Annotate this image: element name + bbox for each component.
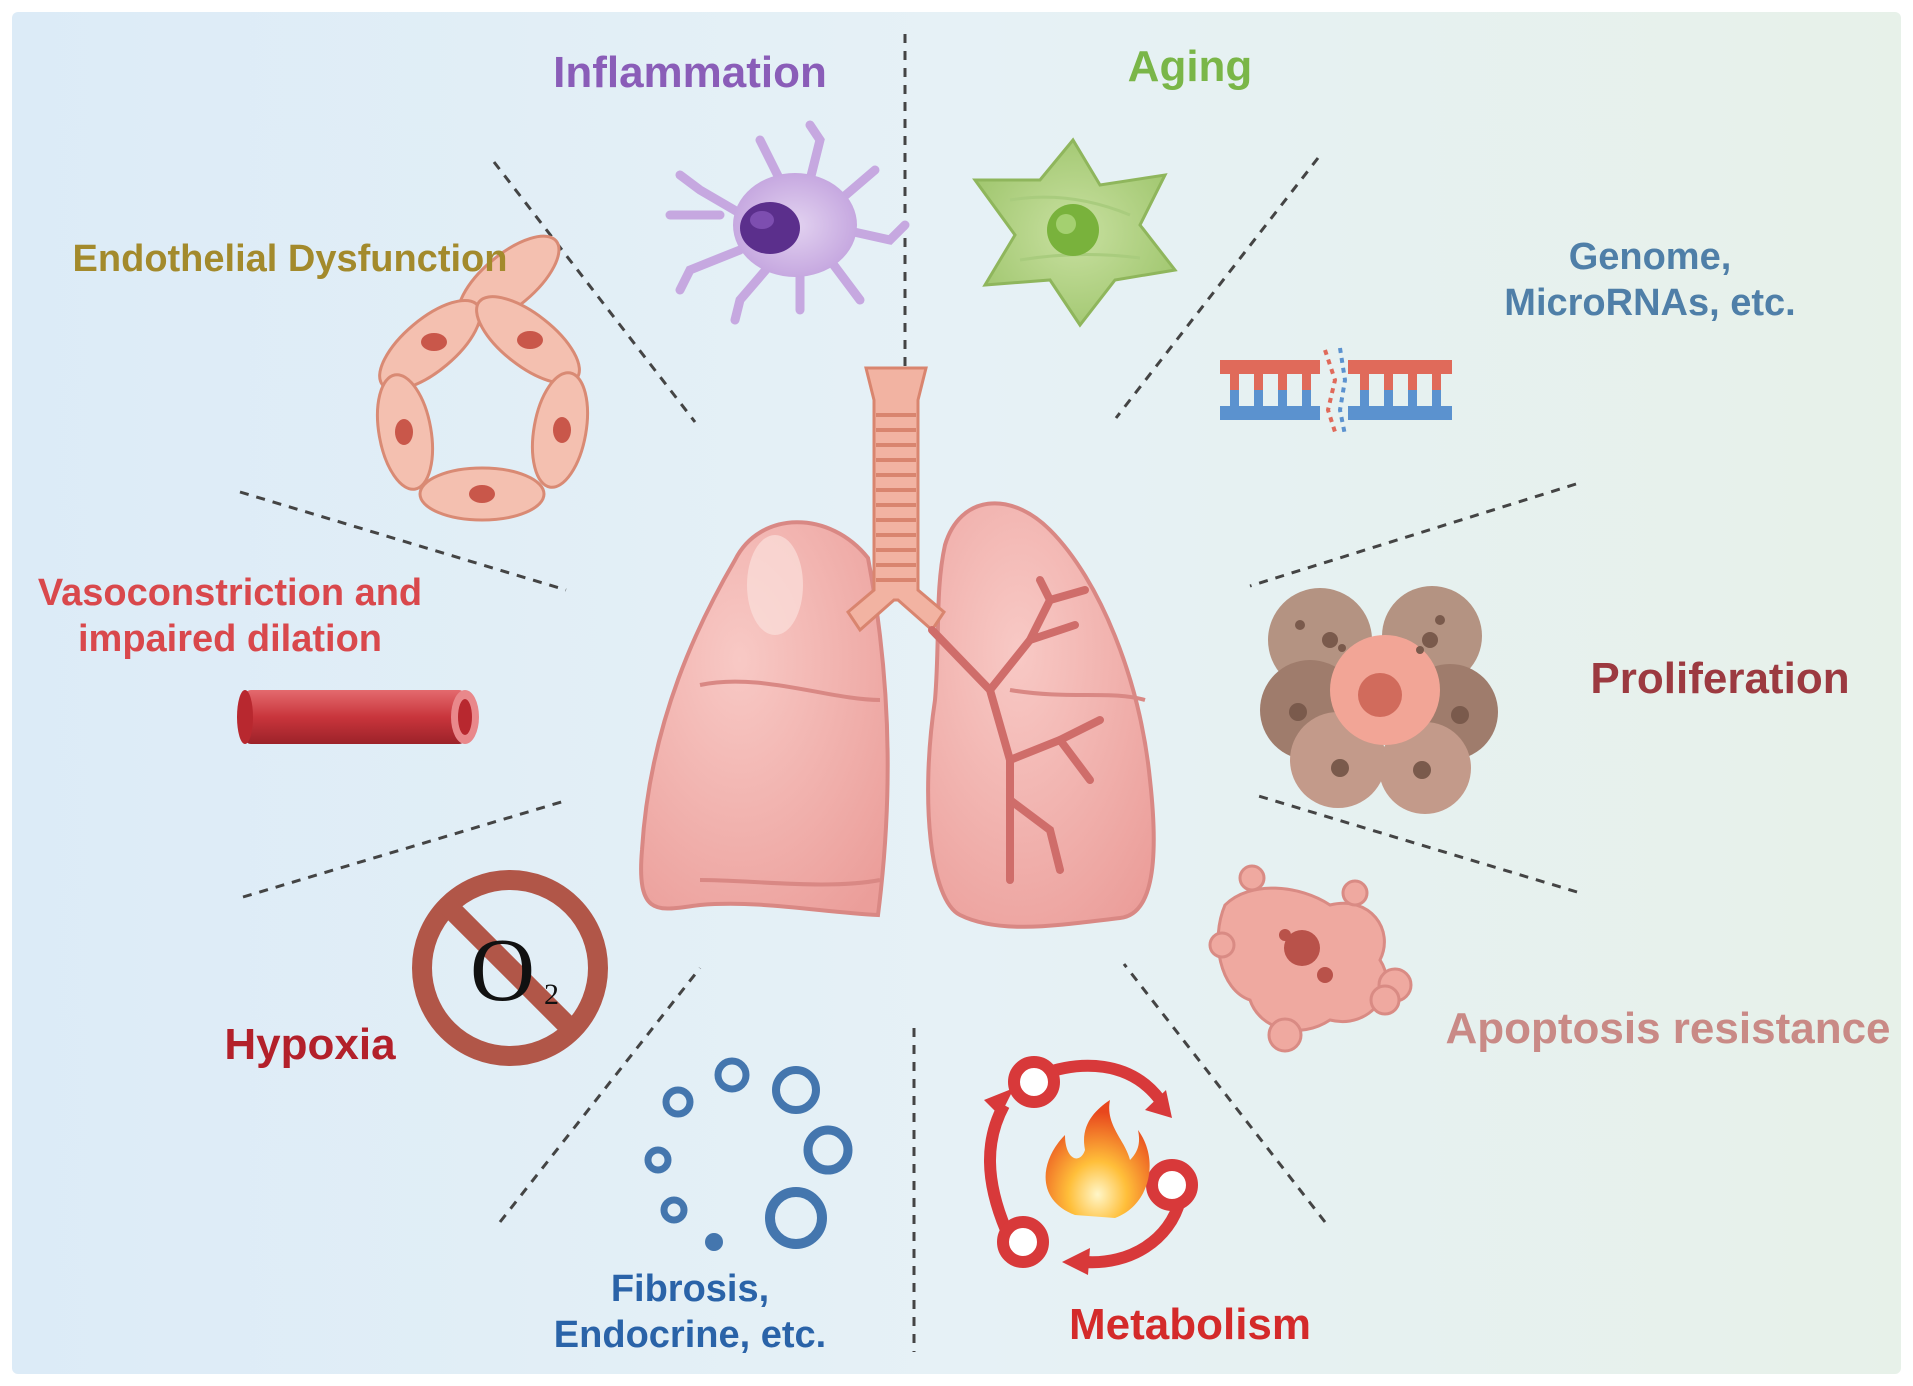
metabolism-cycle-icon bbox=[984, 1056, 1198, 1275]
dna-strand-icon bbox=[1220, 347, 1452, 436]
bronchial-tree bbox=[928, 576, 1104, 884]
label-apoptosis-resistance: Apoptosis resistance bbox=[1445, 1004, 1891, 1053]
label-fibrosis: Fibrosis, Endocrine, etc. bbox=[520, 1266, 860, 1359]
label-genome-line1: Genome, bbox=[1568, 236, 1732, 278]
o2-subscript: 2 bbox=[544, 978, 559, 1011]
aging-cell-icon bbox=[972, 137, 1178, 328]
fire-icon bbox=[1045, 1100, 1150, 1218]
separator-line bbox=[1122, 963, 1327, 1223]
separator-line bbox=[1114, 157, 1320, 419]
label-fibrosis-line1: Fibrosis, bbox=[610, 1268, 770, 1310]
label-proliferation: Proliferation bbox=[1590, 654, 1850, 703]
apoptotic-cell-icon bbox=[1208, 864, 1413, 1053]
separator-line bbox=[242, 798, 569, 899]
separator-line bbox=[492, 161, 697, 423]
label-endothelial-dysfunction: Endothelial Dysfunction bbox=[72, 238, 508, 280]
lungs-illustration bbox=[639, 366, 1156, 929]
separator-line bbox=[1251, 792, 1578, 894]
label-vaso-line2: impaired dilation bbox=[77, 618, 383, 661]
right-lung bbox=[926, 501, 1156, 929]
proliferation-cells-icon bbox=[1260, 586, 1498, 814]
separator-lines bbox=[239, 34, 1578, 1352]
trachea bbox=[846, 366, 946, 633]
o2-letter: O bbox=[470, 921, 535, 1020]
fibrosis-rings-icon bbox=[644, 1057, 853, 1251]
left-lung bbox=[639, 520, 890, 918]
blood-vessel-icon bbox=[237, 690, 479, 744]
separator-line bbox=[1249, 482, 1577, 588]
label-aging: Aging bbox=[1127, 42, 1253, 91]
label-fibrosis-line2: Endocrine, etc. bbox=[553, 1314, 827, 1357]
no-oxygen-icon: O 2 bbox=[412, 870, 608, 1066]
label-genome: Genome, MicroRNAs, etc. bbox=[1440, 234, 1860, 327]
separator-line bbox=[498, 967, 702, 1223]
label-genome-line2: MicroRNAs, etc. bbox=[1504, 282, 1796, 325]
label-vaso-line1: Vasoconstriction and bbox=[37, 572, 423, 614]
label-metabolism: Metabolism bbox=[1068, 1300, 1312, 1349]
inflammation-cell-icon bbox=[665, 120, 910, 325]
separator-line bbox=[239, 490, 567, 592]
label-hypoxia: Hypoxia bbox=[224, 1020, 396, 1069]
label-vasoconstriction: Vasoconstriction and impaired dilation bbox=[10, 570, 450, 663]
endothelial-cells-icon bbox=[375, 234, 590, 522]
label-inflammation: Inflammation bbox=[553, 48, 827, 97]
